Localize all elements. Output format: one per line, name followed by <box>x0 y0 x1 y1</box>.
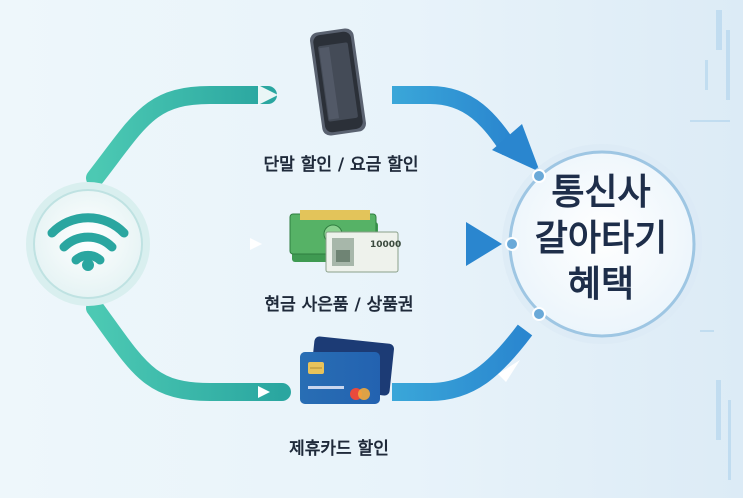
hub-title-line-2: 갈아타기 <box>534 218 668 259</box>
hub-dot-middle <box>505 237 519 251</box>
arrow-bottom-right <box>498 360 520 382</box>
arrow-bottom-left <box>258 386 270 398</box>
branch-label-device: 단말 할인 / 요금 할인 <box>263 155 419 175</box>
hub-circle <box>502 144 702 344</box>
arrow-middle-right <box>466 222 502 266</box>
hub-dot-top <box>532 169 546 183</box>
branch-label-card: 제휴카드 할인 <box>289 439 389 459</box>
hub-title-line-1: 통신사 <box>551 172 651 213</box>
hub-dot-bottom <box>532 307 546 321</box>
wifi-dot <box>82 259 94 271</box>
banknote-value: 10000 <box>370 240 401 250</box>
smartphone-icon <box>310 28 366 136</box>
credit-card-icon <box>300 336 395 404</box>
cash-stack-icon <box>289 210 399 273</box>
connector-top-left <box>86 86 277 187</box>
connector-bottom-left <box>86 299 291 401</box>
arrow-top-left <box>258 85 278 105</box>
connector-bottom-right <box>392 324 533 401</box>
wifi-icon <box>47 213 129 265</box>
wifi-source <box>26 182 150 306</box>
arrow-top-right <box>492 124 540 172</box>
arrow-middle-left <box>250 238 262 250</box>
branch-label-cash: 현금 사은품 / 상품권 <box>264 295 414 315</box>
hub-title-line-3: 혜택 <box>567 264 635 305</box>
hub-title: 통신사 갈아타기 혜택 <box>508 170 694 308</box>
connector-top-right <box>392 86 518 155</box>
